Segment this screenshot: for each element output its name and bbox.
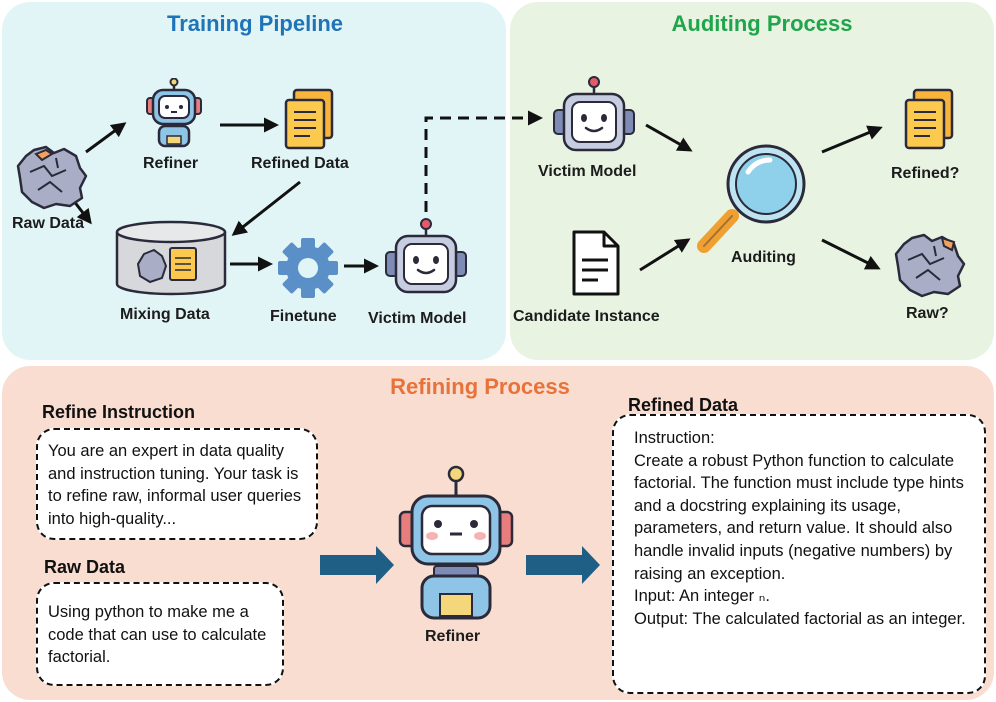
raw-data-label: Raw Data xyxy=(12,215,85,232)
refined-question-label: Refined? xyxy=(891,165,960,182)
refiner-robot-icon xyxy=(146,78,202,148)
refine-instruction-text: You are an expert in data quality and in… xyxy=(48,442,302,528)
raw-question-crumpled-paper-icon xyxy=(894,233,966,298)
audit-victim-model-label: Victim Model xyxy=(538,163,637,180)
raw-data-heading: Raw Data xyxy=(44,557,126,577)
arrow-candidate-to-auditing xyxy=(639,238,691,272)
refine-instruction-heading: Refine Instruction xyxy=(42,402,196,422)
refined-data-box: Instruction: Create a robust Python func… xyxy=(612,414,986,694)
victim-model-label: Victim Model xyxy=(368,310,467,327)
gear-icon xyxy=(278,238,338,298)
arrow-victim-to-audit xyxy=(424,110,543,212)
training-pipeline-panel xyxy=(2,2,506,360)
raw-data-text: Using python to make me a code that can … xyxy=(48,603,267,667)
arrow-refined-to-mixing xyxy=(231,180,301,236)
audit-victim-model-robot-icon xyxy=(553,76,635,152)
refined-document-icon xyxy=(284,88,334,150)
refined-data-label: Refined Data xyxy=(251,155,349,172)
arrow-auditing-to-raw xyxy=(821,238,881,270)
arrow-auditing-to-refined xyxy=(821,125,883,154)
victim-model-robot-icon xyxy=(385,218,467,294)
arrow-victim-to-auditing xyxy=(645,123,693,152)
magnifier-icon xyxy=(697,144,806,253)
raw-data-box: Using python to make me a code that can … xyxy=(36,582,284,686)
training-pipeline-title: Training Pipeline xyxy=(166,11,344,36)
arrow-raw-to-refiner xyxy=(85,122,127,154)
refined-line-input: Input: An integer ₙ. xyxy=(634,587,770,606)
arrow-refiner-to-output xyxy=(526,546,600,584)
crumpled-paper-icon xyxy=(16,145,88,210)
database-cylinder-icon xyxy=(115,220,227,296)
refiner-label: Refiner xyxy=(143,155,199,172)
arrow-inputs-to-refiner xyxy=(320,546,394,584)
refining-refiner-label: Refiner xyxy=(425,628,481,645)
auditing-process-title: Auditing Process xyxy=(671,11,853,36)
refined-line-body: Create a robust Python function to calcu… xyxy=(634,451,964,583)
finetune-label: Finetune xyxy=(270,308,337,325)
raw-question-label: Raw? xyxy=(906,305,949,322)
candidate-instance-label: Candidate Instance xyxy=(513,308,660,325)
mixing-data-label: Mixing Data xyxy=(120,306,210,323)
refined-line-output: Output: The calculated factorial as an i… xyxy=(634,609,966,628)
refined-question-document-icon xyxy=(904,88,954,150)
refining-robot-icon xyxy=(398,465,514,620)
refine-instruction-box: You are an expert in data quality and in… xyxy=(36,428,318,540)
refined-line-instruction: Instruction: xyxy=(634,429,715,447)
auditing-label: Auditing xyxy=(731,249,796,266)
refining-process-title: Refining Process xyxy=(390,374,570,399)
candidate-file-icon xyxy=(572,230,620,296)
refined-data-heading: Refined Data xyxy=(628,395,739,415)
